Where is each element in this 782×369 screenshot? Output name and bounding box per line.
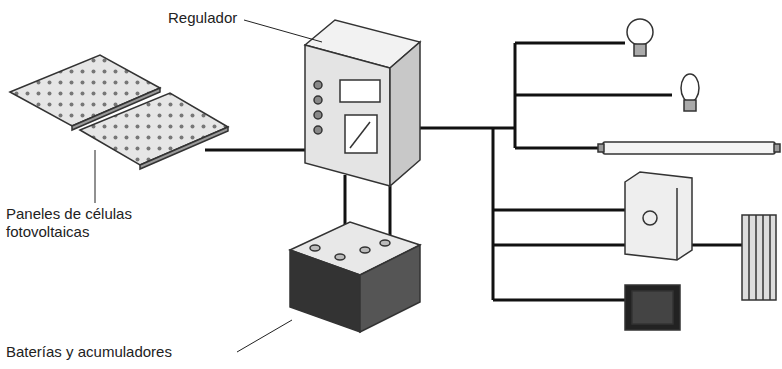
part-label: Baterías y acumuladores: [4, 343, 174, 361]
leader-lines: [95, 20, 322, 352]
regulator-box: [305, 20, 420, 186]
loads: [598, 19, 780, 330]
part-label: Paneles de células fotovoltaicas: [4, 205, 158, 241]
solar-panels: [10, 55, 228, 169]
battery: [290, 222, 420, 332]
part-label: Regulador: [166, 9, 239, 27]
wires: [205, 43, 742, 300]
